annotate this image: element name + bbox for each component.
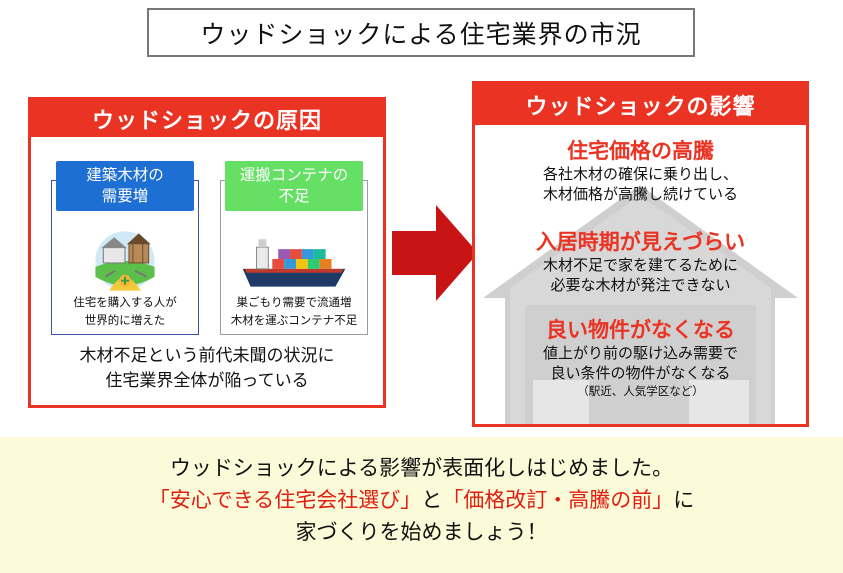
house-worker-illustration-icon [95, 231, 155, 291]
cause-tag-demand: 建築木材の 需要増 [56, 161, 194, 211]
effect-line1: 各社木材の確保に乗り出し、 [542, 165, 738, 183]
cause-tag-line2: 需要増 [101, 187, 149, 205]
cargo-ship-icon [242, 239, 346, 287]
effects-panel: ウッドショックの影響 住宅価格の高騰 各社木材の確保に乗り出し、 木材価格が高騰… [472, 81, 809, 427]
effect-line2: 良い条件の物件がなくなる [550, 364, 731, 382]
cause-card-demand: 建築木材の 需要増 住宅を購入する人が 世界的に増えた [51, 161, 199, 335]
cause-caption-line1: 巣ごもり需要で流通増 [236, 295, 352, 309]
causes-summary-line2: 住宅業界全体が陥っている [105, 371, 309, 391]
effect-title: 入居時期が見えづらい [535, 230, 746, 254]
causes-summary-line1: 木材不足という前代未聞の状況に [79, 346, 335, 366]
message-connector: と [421, 488, 443, 512]
causes-panel: ウッドショックの原因 建築木材の 需要増 住宅を購入する人が [28, 97, 386, 408]
effect-move-in: 入居時期が見えづらい 木材不足で家を建てるために 必要な木材が発注できない [475, 229, 806, 295]
cause-caption-line1: 住宅を購入する人が [73, 295, 177, 309]
cause-tag-container: 運搬コンテナの 不足 [225, 161, 363, 211]
causes-summary: 木材不足という前代未聞の状況に 住宅業界全体が陥っている [31, 344, 383, 394]
cause-caption-line2: 世界的に増えた [84, 313, 166, 327]
effect-line2: 必要な木材が発注できない [550, 276, 731, 294]
effects-heading: ウッドショックの影響 [475, 84, 806, 125]
effect-note: （駅近、人気学区など） [577, 384, 704, 398]
effect-title: 良い物件がなくなる [546, 318, 735, 342]
message-line3: 家づくりを始めましょう！ [295, 520, 548, 544]
message-highlight-price: 「価格改訂・高騰の前」 [442, 488, 674, 512]
house-silhouette-icon [483, 185, 798, 424]
cause-caption-line2: 木材を運ぶコンテナ不足 [230, 313, 358, 327]
message-line1: ウッドショックによる影響が表面化しはじめました。 [169, 456, 674, 480]
message-highlight-company: 「安心できる住宅会社選び」 [148, 488, 422, 512]
effect-price: 住宅価格の高騰 各社木材の確保に乗り出し、 木材価格が高騰し続けている [475, 138, 806, 204]
cause-tag-line1: 建築木材の [86, 166, 164, 184]
effect-line1: 値上がり前の駆け込み需要で [542, 344, 738, 362]
right-arrow-icon [392, 205, 478, 301]
causes-heading: ウッドショックの原因 [31, 100, 383, 137]
effect-line2: 木材価格が高騰し続けている [542, 185, 738, 203]
page-title: ウッドショックによる住宅業界の市況 [147, 8, 695, 57]
effect-title: 住宅価格の高騰 [567, 139, 714, 163]
cause-card-container: 運搬コンテナの 不足 巣ごもり需要で流通増 木材を運ぶコンテナ不足 [220, 161, 368, 335]
message-particle: に [673, 488, 695, 512]
cause-tag-line2: 不足 [278, 187, 310, 205]
cause-tag-line1: 運搬コンテナの [239, 166, 349, 184]
message-line2: 「安心できる住宅会社選び」と「価格改訂・高騰の前」に [0, 484, 843, 516]
effect-line1: 木材不足で家を建てるために [542, 256, 738, 274]
call-to-action-band: ウッドショックによる影響が表面化しはじめました。 「安心できる住宅会社選び」と「… [0, 437, 843, 573]
effect-properties: 良い物件がなくなる 値上がり前の駆け込み需要で 良い条件の物件がなくなる （駅近… [475, 317, 806, 399]
